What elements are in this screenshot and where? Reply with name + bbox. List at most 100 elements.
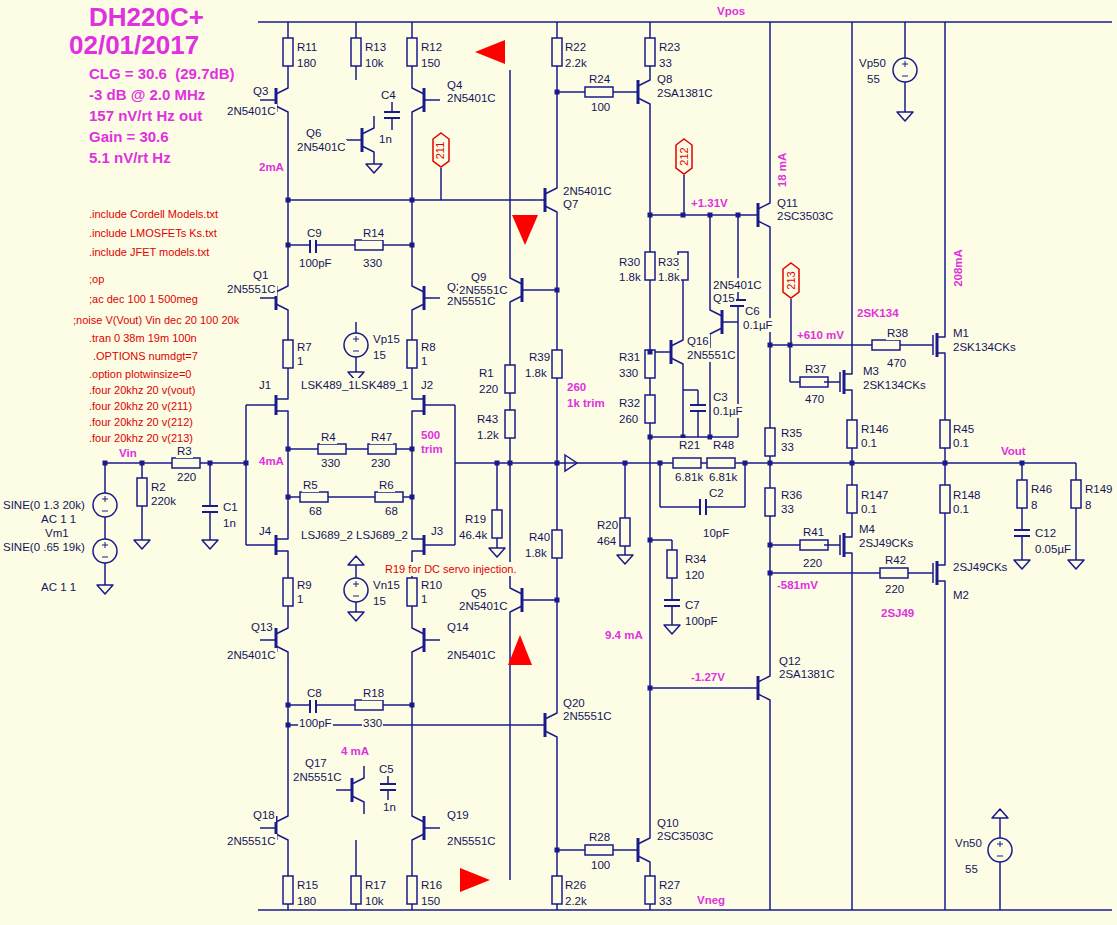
spice-directive: .option plotwinsize=0 (88, 367, 192, 381)
part-label: 10k (364, 56, 385, 70)
part-label: J1 (258, 378, 272, 392)
part-label: R17 (364, 878, 387, 892)
part-label: 100 (590, 100, 611, 114)
resistor-symbol (872, 340, 900, 350)
resistor-symbol (283, 578, 293, 606)
part-label: R24 (588, 72, 611, 86)
wire (411, 368, 413, 387)
voltage-source-symbol (344, 333, 368, 357)
net-port-symbol (565, 455, 577, 471)
part-label: R37 (804, 362, 827, 376)
transistor-symbol (412, 804, 440, 852)
wire (328, 496, 375, 498)
wire (411, 606, 413, 616)
part-label: 260 (618, 412, 639, 426)
ground-symbol (202, 540, 218, 549)
wire (355, 22, 357, 38)
wire (649, 280, 651, 350)
resistor-symbol (355, 700, 383, 710)
junction-dot (555, 461, 560, 466)
wire (851, 402, 853, 420)
part-label: 0.05µF (1034, 542, 1072, 556)
part-label: R11 (296, 40, 318, 54)
wire (411, 904, 413, 910)
wire (355, 840, 357, 876)
part-label: 0.1 (860, 502, 878, 516)
part-label: Q18 (252, 808, 276, 822)
spice-directive: .four 20khz 20 v(212) (88, 415, 194, 429)
wire (287, 563, 289, 578)
part-label: Q4 (446, 78, 463, 92)
wire (316, 244, 355, 246)
resistor-symbol (765, 488, 775, 516)
part-label: M1 (952, 326, 970, 340)
junction-dot (555, 90, 560, 95)
part-label: Q8 (656, 72, 673, 86)
wire (697, 390, 699, 405)
resistor-symbol (1071, 480, 1081, 508)
part-label: R27 (658, 878, 681, 892)
resistor-symbol (673, 458, 701, 468)
wire (556, 558, 558, 701)
net-label-text: 212 (678, 147, 691, 165)
part-label: 470 (886, 356, 907, 370)
part-label: 1 (420, 592, 428, 606)
part-label: 2SK134CKs (952, 340, 1017, 354)
part-label: AC 1 1 (40, 580, 77, 594)
junction-dot (410, 703, 415, 708)
annotation: 18 mA (775, 152, 789, 189)
wire (613, 849, 622, 851)
annotation: 9.4 mA (604, 628, 644, 642)
part-label: Q16 (686, 334, 710, 348)
annotation: Vin (118, 446, 138, 460)
junction-dot (410, 243, 415, 248)
spec-note: 5.1 nV/rt Hz (88, 148, 172, 167)
ground-symbol (97, 585, 113, 594)
transistor-symbol (742, 191, 770, 239)
part-label: 2SC3503C (656, 829, 714, 843)
spice-directive: ;noise V(Vout) Vin dec 20 100 20k (72, 313, 240, 327)
part-label: J2 (420, 378, 434, 392)
mosfet-symbol (844, 362, 852, 402)
capacitor-symbol (202, 506, 218, 512)
part-label: LSJ689_2 LSJ689_2 (300, 528, 409, 542)
part-label: 8 (1030, 498, 1038, 512)
wire (770, 344, 872, 346)
part-label: 2N5401C (446, 648, 497, 662)
wire (556, 22, 558, 38)
part-label: 8 (1084, 498, 1092, 512)
part-label: Q14 (446, 620, 470, 634)
part-label: Q10 (656, 816, 680, 830)
resistor-symbol (351, 876, 361, 904)
resistor-symbol (492, 510, 502, 538)
red-arrow-marker (512, 215, 538, 245)
wire (769, 22, 771, 191)
part-label: 55 (964, 862, 979, 876)
resistor-symbol (585, 845, 613, 855)
part-label: Vm1 (44, 526, 70, 540)
resistor-symbol (407, 38, 417, 66)
wire (556, 92, 558, 176)
transistor-symbol (710, 298, 738, 346)
wire (1075, 508, 1077, 560)
resistor-symbol (667, 550, 677, 578)
part-label: 120 (684, 568, 705, 582)
annotation: 2SJ49 (880, 606, 915, 620)
resistor-symbol (407, 876, 417, 904)
part-label: 2SJ49CKs (858, 536, 914, 550)
resistor-symbol (552, 350, 562, 378)
part-label: R13 (364, 40, 387, 54)
ground-symbol (1068, 560, 1084, 569)
part-label: 2N5401C (226, 648, 277, 662)
part-label: 2N5551C (562, 709, 613, 723)
part-label: 6.81k (674, 470, 704, 484)
resistor-symbol (620, 518, 630, 546)
wire (557, 849, 585, 851)
resistor-symbol (645, 876, 655, 904)
wire (287, 66, 289, 76)
ground-symbol (1014, 560, 1030, 569)
part-label: 2SJ49CKs (952, 560, 1008, 574)
wire (288, 199, 529, 201)
resistor-symbol (318, 444, 346, 454)
